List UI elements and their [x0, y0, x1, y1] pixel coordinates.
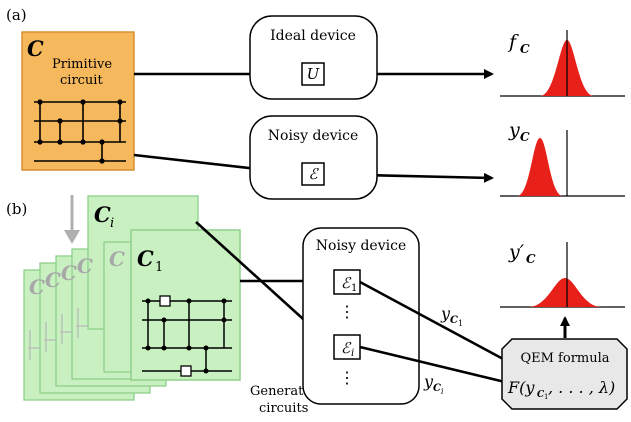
ideal-device-title: Ideal device	[270, 28, 356, 44]
noise-channel-gate	[301, 162, 325, 186]
noisy-device-box-a: Noisy device ℰ	[249, 115, 378, 200]
noisy-device-a-title: Noisy device	[268, 128, 358, 144]
noise-channel-i	[333, 334, 361, 360]
generated-label-line2: circuits	[259, 401, 308, 416]
ideal-output-symbol: f	[507, 31, 519, 53]
ideal-device-box: Ideal device U	[249, 15, 378, 100]
output-y1-symbol: y	[440, 304, 451, 323]
qem-title: QEM formula	[520, 351, 609, 366]
noise-channel-1	[333, 269, 361, 295]
output-y1-subsubscript: 1	[458, 319, 463, 328]
noisy-output-symbol: y	[508, 119, 520, 141]
noisy-output-peak	[517, 138, 563, 196]
qem-formula-prefix: F(y	[507, 378, 535, 397]
generated-card-i-symbol: C	[94, 202, 111, 227]
generated-card-i-subscript: i	[110, 216, 114, 231]
output-yi-subsubscript: i	[441, 387, 444, 396]
mitigated-output-plot: y′ C	[500, 241, 625, 308]
mitigated-output-peak	[528, 278, 602, 307]
inserted-gate-2	[180, 365, 192, 377]
generated-card-front	[130, 229, 241, 381]
generated-label-line1: Generated	[250, 384, 319, 399]
noise-channel-gate-label: ℰ	[308, 165, 319, 183]
qem-formula-suffix: , . . . , λ)	[548, 378, 615, 397]
ghost-symbol-5: C	[109, 247, 125, 271]
primitive-label-line2: circuit	[60, 73, 103, 88]
noisy-output-wires-b	[359, 280, 506, 384]
qem-formula-box: QEM formula F(y C 1 , . . . , λ)	[501, 338, 628, 410]
ghost-symbol-3: C	[61, 261, 77, 285]
panel-transition-arrow	[64, 195, 80, 244]
ghost-symbol-4: C	[77, 254, 93, 278]
generated-circuit-nodes	[145, 298, 227, 374]
noise-channel-1-label: ℰ	[341, 274, 352, 292]
panel-label-b: (b)	[6, 200, 27, 218]
generated-card-1-symbol: C	[137, 246, 154, 271]
output-yi-subscript: C	[433, 383, 441, 394]
noise-channel-1-subscript: 1	[351, 283, 357, 294]
panel-label-a: (a)	[6, 6, 27, 24]
noise-channel-i-subscript: i	[351, 348, 354, 359]
ghost-symbol-2: C	[45, 268, 61, 292]
output-yi-symbol: y	[423, 372, 434, 391]
ideal-output-subscript: C	[520, 42, 530, 56]
primitive-label-line1: Primitive	[52, 57, 112, 72]
noisy-device-b-title: Noisy device	[316, 238, 406, 254]
qem-formula-subsubscript: 1	[544, 393, 548, 401]
unitary-gate-label: U	[307, 65, 321, 83]
generated-card-1-subscript: 1	[155, 260, 163, 275]
mitigated-output-subscript: C	[526, 252, 536, 266]
noisy-device-dots-2: ⋮	[339, 368, 355, 387]
mitigated-output-symbol: y′	[508, 241, 525, 263]
noise-channel-i-label: ℰ	[341, 339, 352, 357]
ghost-symbol-1: C	[29, 275, 45, 299]
qem-formula-subscript: C	[537, 390, 545, 400]
noisy-device-dots-1: ⋮	[339, 302, 355, 321]
output-y1-subscript: C	[450, 315, 458, 326]
primitive-circuit-card: C Primitive circuit	[21, 31, 135, 171]
noisy-output-subscript: C	[520, 130, 530, 144]
generated-circuits-stack: C C C C C C i C 1	[23, 195, 241, 401]
primitive-circuit-nodes	[37, 99, 123, 164]
noisy-device-box-b: Noisy device ℰ 1 ⋮ ℰ i ⋮	[302, 227, 420, 405]
unitary-gate	[301, 62, 325, 86]
inserted-gate-1	[159, 295, 171, 307]
noisy-output-plot: y C	[500, 119, 625, 197]
primitive-symbol: C	[27, 36, 44, 61]
ideal-output-plot: f C	[500, 30, 625, 97]
